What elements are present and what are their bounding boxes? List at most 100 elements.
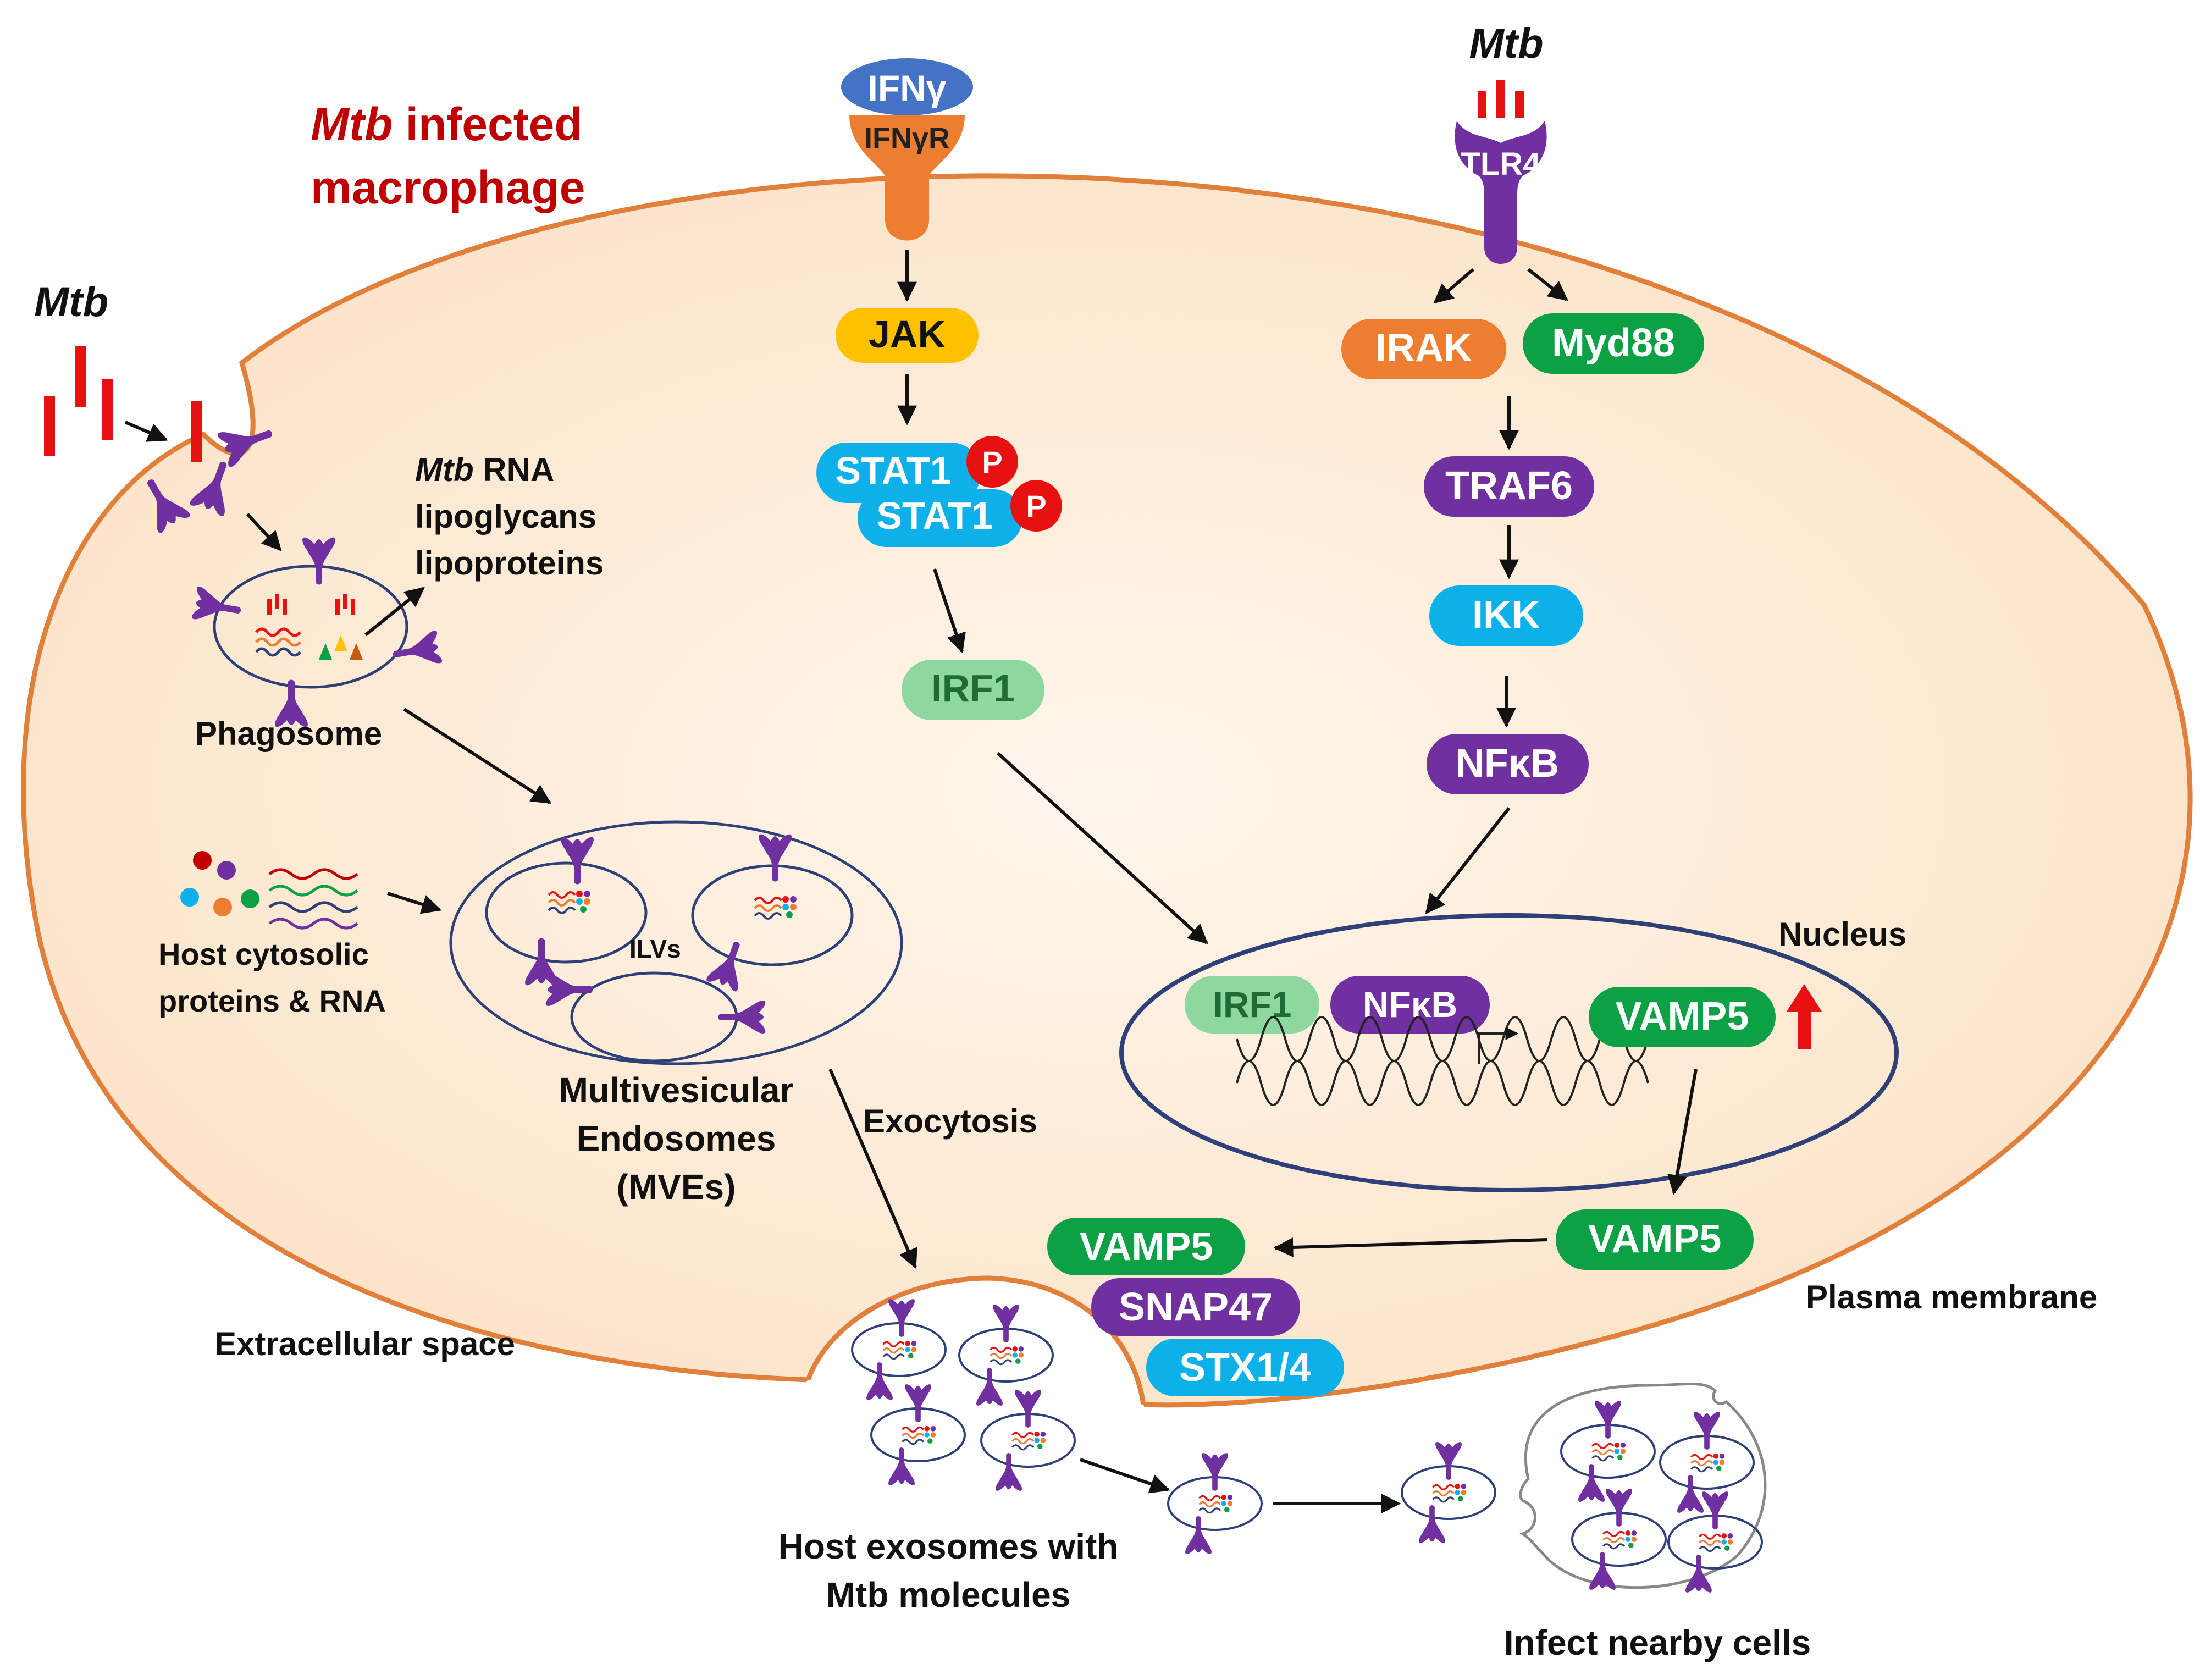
arrow-tlr4-myd88 xyxy=(1527,268,1568,301)
phagosome-cargo xyxy=(255,594,363,660)
host-cytosolic-line-2: proteins & RNA xyxy=(158,983,386,1018)
nucleus-nfkb-node xyxy=(1330,976,1490,1034)
arrow-nfkb-nucleus xyxy=(1425,807,1511,914)
phospho-label-2: P xyxy=(1026,489,1046,523)
plasma-membrane-label: Plasma membrane xyxy=(1806,1279,2097,1316)
vamp5-cytosol-node xyxy=(1556,1209,1754,1270)
irf1-label: IRF1 xyxy=(931,667,1015,710)
nearby-cell-exosome-1 xyxy=(1560,1401,1656,1502)
mve-label-3: (MVEs) xyxy=(617,1167,736,1207)
arrow-phagosome-to-mve xyxy=(403,708,552,804)
stx-node xyxy=(1146,1339,1344,1396)
myd88-label: Myd88 xyxy=(1552,321,1675,365)
exosome-2 xyxy=(958,1305,1054,1406)
arrow-stat1-irf1 xyxy=(933,568,966,654)
irak-label: IRAK xyxy=(1375,326,1472,370)
ikk-label: IKK xyxy=(1472,593,1540,637)
stat1-node-2 xyxy=(858,489,1022,547)
ilv-label: ILVs xyxy=(629,935,681,963)
arrow-cargo-release xyxy=(364,587,425,637)
exosome-3 xyxy=(870,1384,966,1485)
transcription-start-icon xyxy=(1478,1027,1519,1064)
phospho-badge-2 xyxy=(1010,480,1062,532)
vamp5-membrane-label: VAMP5 xyxy=(1080,1225,1213,1269)
phagosome-label: Phagosome xyxy=(195,715,382,752)
host-cytosolic-molecules-icon xyxy=(180,851,358,930)
arrow-exosome-release xyxy=(1080,1458,1170,1494)
ifng-receptor xyxy=(849,115,965,241)
exosome-caption-1: Host exosomes with xyxy=(778,1527,1119,1566)
mve xyxy=(449,820,903,1065)
cell-title-line1: Mtb infected xyxy=(311,98,583,150)
stat1-label-2: STAT1 xyxy=(876,494,992,537)
cargo-line-3: lipoproteins xyxy=(415,545,604,582)
nucleus-nfkb-label: NFκB xyxy=(1363,984,1457,1025)
extracellular-label: Extracellular space xyxy=(214,1325,515,1362)
mtb-top-label: Mtb xyxy=(1469,20,1543,67)
ifng-receptor-label: IFNγR xyxy=(864,122,950,155)
nucleus-irf1-node xyxy=(1185,976,1319,1034)
arrow-exocytosis xyxy=(828,1068,917,1269)
infect-nearby-label: Infect nearby cells xyxy=(1504,1623,1811,1662)
irak-node xyxy=(1341,319,1506,379)
exosome-bud xyxy=(782,1380,1147,1543)
nucleus-vamp5-label: VAMP5 xyxy=(1616,994,1749,1038)
cargo-line-2: lipoglycans xyxy=(415,498,596,535)
traf6-label: TRAF6 xyxy=(1445,464,1573,508)
exosome-1 xyxy=(851,1299,947,1400)
cargo-line-1: Mtb RNA xyxy=(415,451,554,488)
nucleus xyxy=(1119,913,1899,1192)
jak-label: JAK xyxy=(869,313,946,356)
arrow-cytosolic-to-mve xyxy=(387,892,442,914)
vamp5-membrane-node xyxy=(1047,1218,1245,1275)
ifng-ligand xyxy=(841,58,973,115)
macrophage-cell xyxy=(21,173,2193,1408)
nucleus-label: Nucleus xyxy=(1778,916,1906,953)
arrow-mtb-entry xyxy=(124,421,168,442)
stx-label: STX1/4 xyxy=(1179,1346,1311,1390)
myd88-node xyxy=(1523,313,1704,374)
phospho-label-1: P xyxy=(982,445,1002,479)
exosome-4 xyxy=(980,1390,1076,1491)
nearby-cell xyxy=(1519,1383,1767,1589)
dna-helix xyxy=(1236,1016,1649,1106)
cell-title-line2: macrophage xyxy=(311,162,585,213)
ifng-ligand-label: IFNγ xyxy=(867,68,946,108)
upregulation-arrow-icon xyxy=(1787,984,1822,1049)
tlr4-label: TLR4 xyxy=(1461,146,1541,182)
nucleus-irf1-label: IRF1 xyxy=(1213,984,1291,1025)
mtb-bacilli-top xyxy=(1478,80,1524,118)
mtb-left-label: Mtb xyxy=(34,279,108,325)
ikk-node xyxy=(1429,585,1583,646)
phospho-badge-1 xyxy=(966,436,1018,488)
snap47-label: SNAP47 xyxy=(1119,1285,1273,1329)
jak-node xyxy=(836,308,979,363)
mtb-bacilli-left xyxy=(44,346,202,462)
arrow-to-phagosome xyxy=(246,512,282,551)
nearby-cell-exosome-3 xyxy=(1571,1489,1667,1590)
host-cytosolic-line-1: Host cytosolic xyxy=(158,937,369,971)
arrow-tlr4-irak xyxy=(1433,268,1474,304)
vamp5-cytosol-label: VAMP5 xyxy=(1588,1217,1722,1261)
phagosome xyxy=(213,565,408,689)
ilv-1 xyxy=(485,861,648,964)
arrow-irf1-nucleus xyxy=(996,751,1208,944)
nfkb-node xyxy=(1427,734,1589,794)
traf6-node xyxy=(1424,456,1594,517)
snap47-node xyxy=(1091,1278,1300,1336)
arrow-nucleus-vamp5 xyxy=(1667,1069,1698,1195)
arrow-vamp5-to-membrane xyxy=(1273,1237,1548,1258)
nearby-cell-exosome-2 xyxy=(1659,1412,1755,1513)
exocytosis-label: Exocytosis xyxy=(863,1103,1037,1140)
stat1-node-1 xyxy=(816,443,981,503)
released-exosome-2 xyxy=(1401,1442,1496,1543)
tlr4-receptor xyxy=(1455,121,1547,264)
mve-label-2: Endosomes xyxy=(577,1119,776,1158)
exosome-caption-2: Mtb molecules xyxy=(826,1575,1071,1615)
released-exosome-1 xyxy=(1167,1453,1263,1554)
nearby-cell-exosome-4 xyxy=(1667,1491,1763,1593)
nfkb-label: NFκB xyxy=(1456,742,1559,786)
mve-label-1: Multivesicular xyxy=(559,1070,794,1110)
